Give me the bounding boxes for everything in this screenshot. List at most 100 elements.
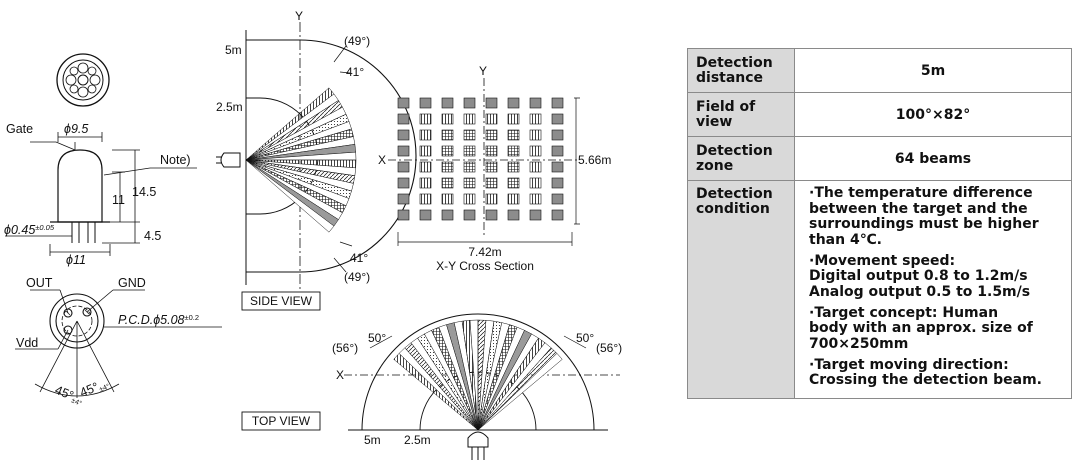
- dim-pin-diameter: ϕ0.45: [4, 223, 35, 237]
- side-view-title: SIDE VIEW: [250, 294, 313, 308]
- detection-zone-cell: [485, 193, 498, 205]
- top-angle-left-outer: (56°): [332, 341, 358, 355]
- svg-text:45°±4°: 45°±4°: [78, 376, 111, 401]
- cross-axis-x: X: [378, 153, 386, 167]
- detection-zone-cell: [529, 113, 542, 125]
- detection-zone-cell: [551, 209, 564, 221]
- detection-zone-cell: [529, 177, 542, 189]
- top-angle-right-inner: 50°: [576, 331, 594, 345]
- spec-value-fov: 100°×82°: [794, 92, 1072, 137]
- svg-text:45°±4°: 45°±4°: [53, 383, 86, 408]
- detection-zone-cell: [529, 193, 542, 205]
- dim-height-total: 14.5: [132, 185, 156, 199]
- dim-angle-left: 45°: [53, 383, 76, 403]
- detection-beam: [245, 159, 335, 233]
- detection-zone-cell: [551, 145, 564, 157]
- dim-gate: Gate: [6, 122, 33, 136]
- svg-text:P.C.D.ϕ5.08±0.2: P.C.D.ϕ5.08±0.2: [118, 313, 199, 327]
- detection-zone-cell: [485, 145, 498, 157]
- detection-zone-cell: [485, 97, 498, 109]
- dim-pin-length: 4.5: [144, 229, 161, 243]
- detection-zone-cell: [507, 193, 520, 205]
- detection-zone-cell: [529, 97, 542, 109]
- detection-zone-cell: [463, 145, 476, 157]
- top-view: X (56°) 50° 50° (56°) 5m 2.5m TOP VIEW: [241, 313, 622, 460]
- detection-zone-cell: [507, 209, 520, 221]
- dim-angle-right: 45°: [78, 380, 101, 400]
- condition-item: ·Target moving direction: Crossing the d…: [809, 356, 1042, 389]
- spec-value-distance: 5m: [794, 48, 1072, 93]
- detection-diagram: Gate ϕ9.5 Note) 11 14.5 4.5 ϕ0.45±0.05 ϕ…: [4, 9, 622, 460]
- spec-row-fov: Field of view 100°×82°: [687, 92, 1072, 137]
- detection-zone-cell: [419, 129, 432, 141]
- dim-base-width: ϕ11: [66, 253, 86, 267]
- detection-zone-cell: [463, 209, 476, 221]
- detection-zone-cell: [529, 161, 542, 173]
- detection-zone-cell: [419, 161, 432, 173]
- detection-zone-cell: [529, 145, 542, 157]
- side-angle-bottom-outer: (49°): [344, 270, 370, 284]
- dim-pcd-tolerance: ±0.2: [184, 313, 199, 322]
- top-view-title: TOP VIEW: [252, 414, 311, 428]
- dim-lens-diameter: ϕ9.5: [64, 122, 88, 136]
- spec-label-distance: Detection distance: [687, 48, 795, 93]
- pin-gnd-label: GND: [118, 276, 146, 290]
- sensor-top-lens: [56, 53, 110, 107]
- detection-zone-cell: [419, 145, 432, 157]
- detection-zone-cell: [441, 113, 454, 125]
- top-range-outer: 5m: [364, 433, 381, 447]
- detection-zone-cell: [441, 161, 454, 173]
- detection-zone-cell: [397, 209, 410, 221]
- spec-label-zone: Detection zone: [687, 136, 795, 181]
- detection-zone-cell: [507, 113, 520, 125]
- detection-zone-cell: [551, 177, 564, 189]
- spec-label-fov: Field of view: [687, 92, 795, 137]
- spec-row-zone: Detection zone 64 beams: [687, 136, 1072, 181]
- dim-height-body: 11: [112, 193, 125, 207]
- spec-row-condition: Detection condition ·The temperature dif…: [687, 179, 1072, 400]
- condition-item: ·Target concept: Human body with an appr…: [809, 304, 1033, 353]
- detection-zone-cell: [551, 97, 564, 109]
- detection-zone-cell: [397, 129, 410, 141]
- side-range-inner: 2.5m: [216, 100, 243, 114]
- side-angle-bottom-inner: 41°: [350, 251, 368, 265]
- detection-zone-cell: [397, 113, 410, 125]
- detection-zone-cell: [463, 113, 476, 125]
- top-range-inner: 2.5m: [404, 433, 431, 447]
- detection-zone-cell: [463, 177, 476, 189]
- dim-pcd: P.C.D.ϕ5.08: [118, 313, 185, 327]
- spec-table: Detection distance 5m Field of view 100°…: [687, 48, 1072, 400]
- spec-value-zone: 64 beams: [794, 136, 1072, 181]
- detection-zone-cell: [529, 129, 542, 141]
- detection-zone-cell: [507, 161, 520, 173]
- cross-caption: X-Y Cross Section: [436, 259, 534, 273]
- detection-zone-cell: [397, 177, 410, 189]
- pin-out-label: OUT: [26, 276, 53, 290]
- detection-zone-cell: [441, 209, 454, 221]
- detection-zone-cell: [529, 209, 542, 221]
- cross-height: 5.66m: [578, 153, 611, 167]
- detection-zone-cell: [463, 161, 476, 173]
- condition-item: ·Movement speed: Digital output 0.8 to 1…: [809, 252, 1031, 301]
- top-angle-right-outer: (56°): [596, 341, 622, 355]
- side-range-outer: 5m: [225, 43, 242, 57]
- cross-section: Y X 5.66m 7.42m X-Y Cross Section: [378, 64, 611, 273]
- sensor-side-body: [5, 132, 197, 256]
- side-angle-top-inner: 41°: [346, 65, 364, 79]
- detection-zone-cell: [419, 177, 432, 189]
- detection-zone-cell: [419, 113, 432, 125]
- detection-zone-cell: [441, 129, 454, 141]
- detection-zone-cell: [397, 161, 410, 173]
- spec-label-condition: Detection condition: [687, 179, 795, 400]
- cross-axis-y: Y: [479, 64, 487, 78]
- detection-beam: [477, 352, 563, 431]
- detection-zone-cell: [485, 113, 498, 125]
- side-axis-y: Y: [295, 9, 303, 23]
- dim-pin-tolerance: ±0.05: [35, 223, 55, 232]
- detection-zone-cell: [441, 97, 454, 109]
- detection-zone-cell: [419, 209, 432, 221]
- detection-zone-cell: [551, 113, 564, 125]
- dim-note: Note): [160, 153, 191, 167]
- detection-zone-cell: [397, 145, 410, 157]
- detection-zone-cell: [507, 177, 520, 189]
